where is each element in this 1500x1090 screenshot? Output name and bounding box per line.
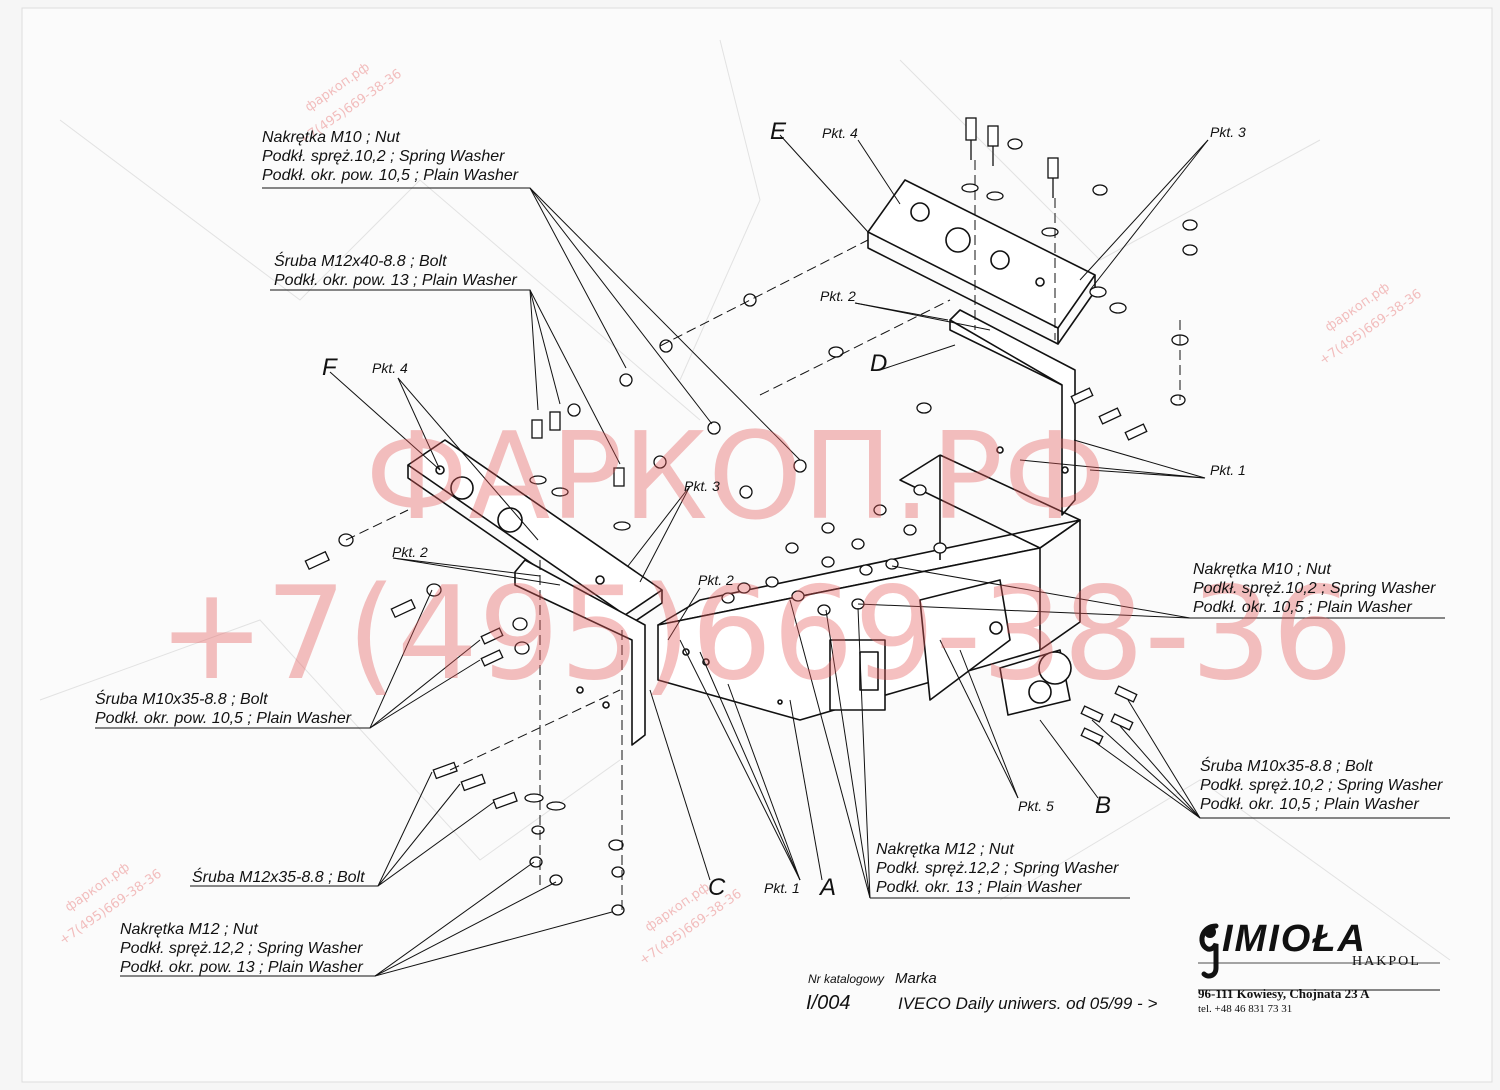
callout-line: Podkł. spręż.12,2 ; Spring Washer	[120, 940, 363, 957]
part-letter-b: B	[1095, 792, 1112, 819]
callout-bolt-m10x35-left: Śruba M10x35-8.8 ; Bolt Podkł. okr. pow.…	[95, 690, 351, 728]
callout-line: Śruba M10x35-8.8 ; Bolt	[1200, 758, 1373, 775]
point-label: Pkt. 5	[1018, 798, 1054, 814]
callout-line: Podkł. okr. 10,5 ; Plain Washer	[1193, 599, 1412, 616]
logo-name: IMIOŁA	[1222, 918, 1367, 960]
callout-line: Śruba M12x35-8.8 ; Bolt	[192, 869, 365, 886]
bracket-d	[949, 309, 1076, 516]
point-label: Pkt. 3	[1210, 124, 1246, 140]
imiola-logo	[1199, 923, 1219, 979]
callout-line: Podkł. okr. 10,5 ; Plain Washer	[1200, 796, 1419, 813]
callout-line: Podkł. okr. pow. 13 ; Plain Washer	[274, 272, 517, 289]
logo-sub: HAKPOL	[1352, 954, 1421, 969]
catalog-label: Nr katalogowy	[808, 972, 885, 986]
towbar-b	[919, 579, 1072, 716]
vehicle-model: IVECO Daily uniwers. od 05/99 - >	[898, 994, 1158, 1013]
part-letter-c: C	[708, 874, 726, 901]
callout-line: Podkł. spręż.10,2 ; Spring Washer	[1193, 580, 1436, 597]
callout-line: Nakrętka M10 ; Nut	[262, 129, 400, 146]
part-letter-d: D	[870, 350, 888, 377]
callout-line: Podkł. okr. pow. 13 ; Plain Washer	[120, 959, 363, 976]
callout-line: Nakrętka M12 ; Nut	[120, 921, 258, 938]
callout-bolt-m10x35-right: Śruba M10x35-8.8 ; Bolt Podkł. spręż.10,…	[1200, 757, 1443, 814]
callout-line: Śruba M12x40-8.8 ; Bolt	[274, 253, 447, 270]
bracket-c	[514, 559, 646, 746]
catalog-number: I/004	[806, 992, 851, 1014]
point-label: Pkt. 4	[372, 360, 408, 376]
callout-line: Nakrętka M12 ; Nut	[876, 841, 1014, 858]
callout-nut-m12-center: Nakrętka M12 ; Nut Podkł. spręż.12,2 ; S…	[876, 840, 1119, 897]
brand-label: Marka	[895, 970, 937, 987]
callout-nut-m10-top: Nakrętka M10 ; Nut Podkł. spręż.10,2 ; S…	[262, 128, 518, 185]
callout-line: Podkł. spręż.12,2 ; Spring Washer	[876, 860, 1119, 877]
callout-line: Podkł. okr. pow. 10,5 ; Plain Washer	[95, 710, 352, 727]
part-letter-f: F	[322, 354, 337, 381]
hardware	[304, 117, 1198, 916]
address-line: 96-111 Kowiesy, Chojnata 23 A	[1198, 986, 1370, 1001]
callout-bolt-m12x35: Śruba M12x35-8.8 ; Bolt	[192, 868, 365, 887]
point-label: Pkt. 2	[698, 572, 734, 588]
point-label: Pkt. 1	[764, 880, 800, 896]
phone-line: tel. +48 46 831 73 31	[1198, 1003, 1293, 1015]
callout-nut-m10-right: Nakrętka M10 ; Nut Podkł. spręż.10,2 ; S…	[1193, 560, 1436, 617]
callout-line: Podkł. okr. pow. 10,5 ; Plain Washer	[262, 167, 519, 184]
callout-bolt-m12x40: Śruba M12x40-8.8 ; Bolt Podkł. okr. pow.…	[274, 252, 517, 290]
callout-line: Podkł. spręż.10,2 ; Spring Washer	[262, 148, 505, 165]
callout-line: Śruba M10x35-8.8 ; Bolt	[95, 691, 268, 708]
callout-line: Podkł. okr. 13 ; Plain Washer	[876, 879, 1082, 896]
part-letter-a: A	[820, 874, 837, 901]
point-label: Pkt. 3	[684, 478, 720, 494]
callout-line: Nakrętka M10 ; Nut	[1193, 561, 1331, 578]
point-label: Pkt. 1	[1210, 462, 1246, 478]
part-letter-e: E	[770, 118, 787, 145]
point-label: Pkt. 4	[822, 125, 858, 141]
point-label: Pkt. 2	[820, 288, 856, 304]
callout-line: Podkł. spręż.10,2 ; Spring Washer	[1200, 777, 1443, 794]
point-label: Pkt. 2	[392, 544, 428, 560]
callout-nut-m12-left: Nakrętka M12 ; Nut Podkł. spręż.12,2 ; S…	[120, 920, 363, 977]
